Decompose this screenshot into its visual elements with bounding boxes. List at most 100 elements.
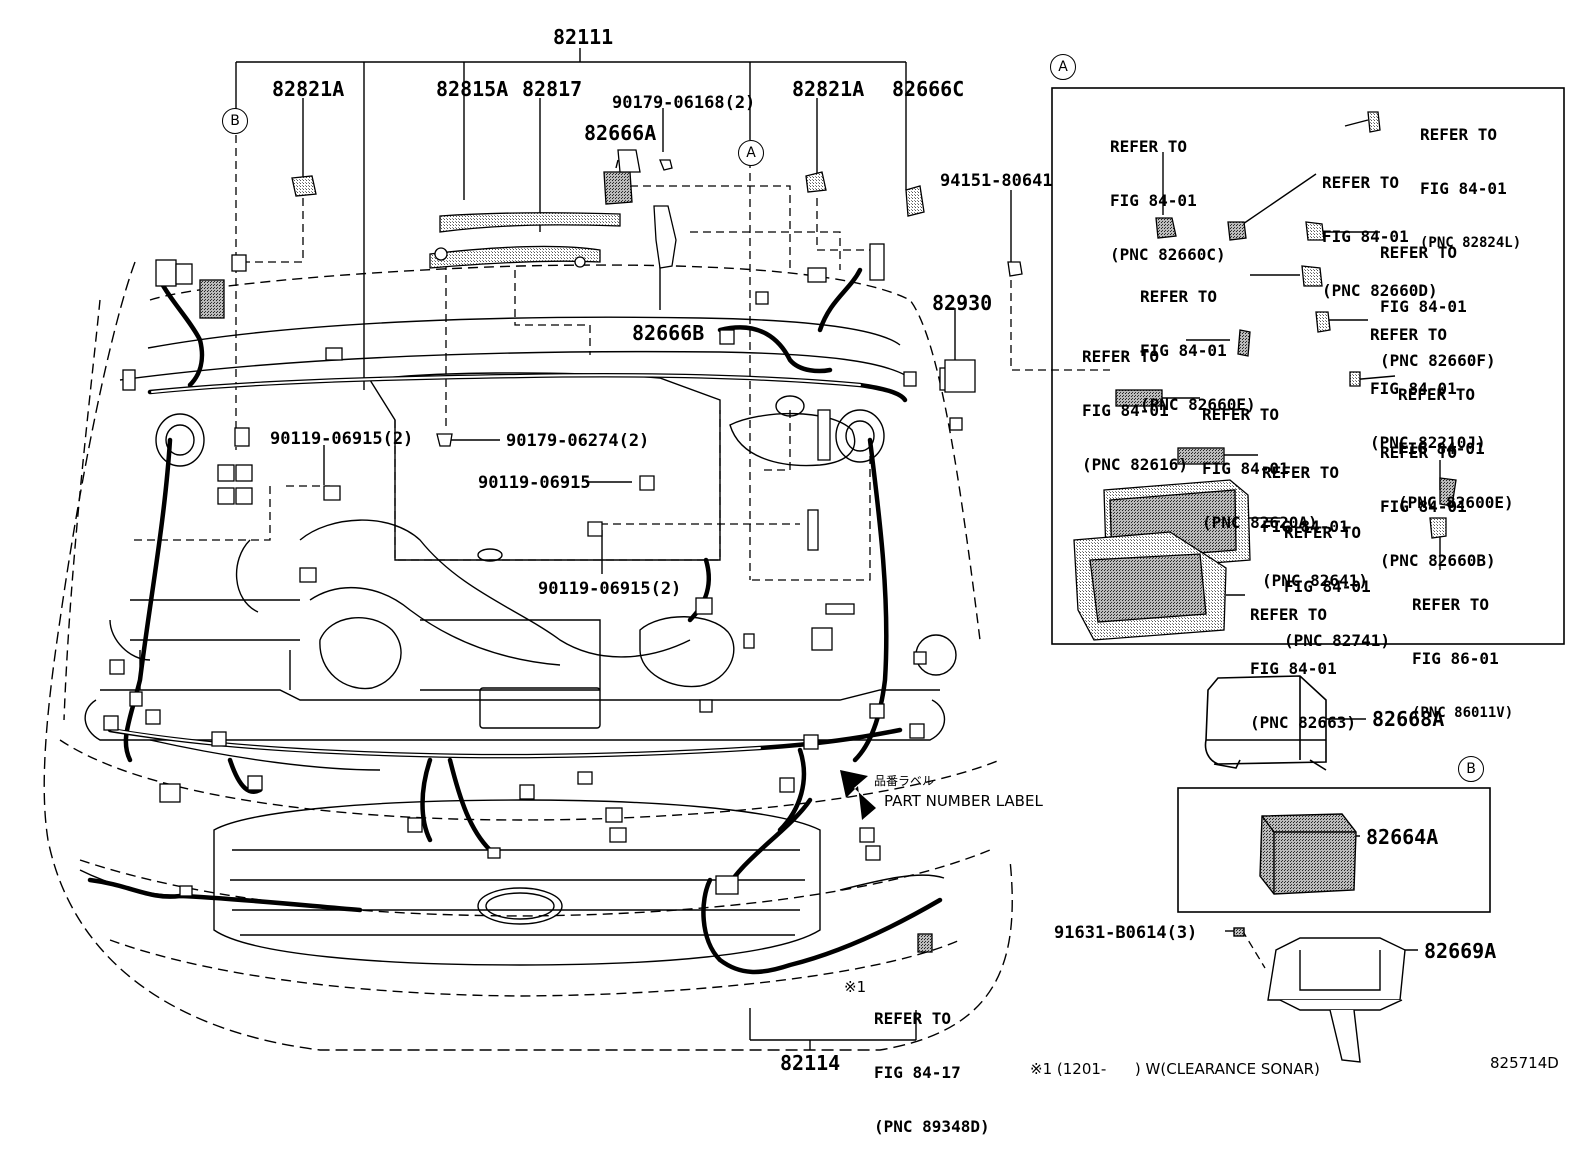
refer-82600e: REFER TO FIG 84-01 (PNC 82600E) bbox=[1398, 350, 1514, 548]
footnote: ※1 (1201- ) W(CLEARANCE SONAR) bbox=[1030, 1060, 1320, 1078]
callout-90179-06168: 90179-06168(2) bbox=[612, 93, 756, 113]
callout-82821a-left: 82821A bbox=[272, 77, 345, 101]
refer-82660d: REFER TO FIG 84-01 (PNC 82660D) bbox=[1322, 138, 1438, 336]
part-number-label-en: PART NUMBER LABEL bbox=[884, 792, 1043, 810]
refer-line-3: (PNC 82660D) bbox=[1322, 281, 1438, 300]
refer-line-2: FIG 84-01 bbox=[1202, 459, 1289, 478]
refer-line-2: FIG 86-01 bbox=[1412, 649, 1499, 668]
refer-86011v: REFER TO FIG 86-01 (PNC 86011V) bbox=[1412, 560, 1513, 758]
refer-line-1: REFER TO bbox=[1284, 523, 1362, 542]
diagram-id: 825714D bbox=[1490, 1054, 1559, 1072]
refer-line-1: REFER TO bbox=[1202, 405, 1280, 424]
detail-a-parts bbox=[1073, 111, 1457, 641]
callout-82666c: 82666C bbox=[892, 77, 965, 101]
marker-b-main: B bbox=[222, 108, 248, 134]
refer-line-3: (PNC 82824L) bbox=[1420, 235, 1522, 251]
callout-82111: 82111 bbox=[553, 25, 614, 49]
callout-82666a: 82666A bbox=[584, 121, 657, 145]
detail-b-box bbox=[1177, 787, 1491, 913]
refer-line-2: FIG 84-01 bbox=[1140, 341, 1227, 360]
refer-82660f: REFER TO FIG 84-01 (PNC 82660F) bbox=[1380, 208, 1496, 406]
callout-90119-06915: 90119-06915 bbox=[478, 473, 591, 493]
refer-line-1: REFER TO bbox=[1380, 443, 1458, 462]
detail-a-box bbox=[1051, 87, 1565, 645]
refer-line-2: FIG 84-01 bbox=[1420, 179, 1507, 198]
refer-line-2: FIG 84-01 bbox=[1082, 401, 1169, 420]
refer-82210j: REFER TO FIG 84-01 (PNC 82210J) bbox=[1370, 290, 1486, 488]
callout-90119-06915-2b: 90119-06915(2) bbox=[538, 579, 682, 599]
callout-82114: 82114 bbox=[780, 1051, 841, 1075]
refer-line-1: REFER TO bbox=[1370, 325, 1448, 344]
vehicle-body bbox=[43, 261, 1013, 1051]
callout-82817: 82817 bbox=[522, 77, 583, 101]
refer-line-3: (PNC 86011V) bbox=[1412, 705, 1514, 721]
refer-82741: REFER TO FIG 84-01 (PNC 82741) bbox=[1284, 488, 1390, 686]
refer-line-3: (PNC 82620A) bbox=[1202, 513, 1318, 532]
part-82668a bbox=[1204, 675, 1327, 771]
refer-82641: REFER TO FIG 84-01 (PNC 82641) bbox=[1262, 428, 1368, 626]
refer-line-1: REFER TO bbox=[1082, 347, 1160, 366]
refer-line-2: FIG 84-17 bbox=[874, 1063, 961, 1082]
part-82664a bbox=[1259, 813, 1357, 895]
refer-line-2: FIG 84-01 bbox=[1284, 577, 1371, 596]
callout-82666b: 82666B bbox=[632, 321, 705, 345]
refer-line-1: REFER TO bbox=[1380, 243, 1458, 262]
harness-runs bbox=[87, 267, 943, 975]
callout-90119-06915-2a: 90119-06915(2) bbox=[270, 429, 414, 449]
marker-a-detail: A bbox=[1050, 54, 1076, 80]
callout-82815a: 82815A bbox=[436, 77, 509, 101]
refer-line-2: FIG 84-01 bbox=[1262, 517, 1349, 536]
refer-line-1: REFER TO bbox=[1412, 595, 1490, 614]
footnote-mark: ※1 bbox=[844, 978, 867, 996]
top-parts bbox=[291, 149, 1023, 537]
refer-line-1: REFER TO bbox=[1262, 463, 1340, 482]
refer-line-3: (PNC 82600E) bbox=[1398, 493, 1514, 512]
refer-82660c: REFER TO FIG 84-01 (PNC 82660C) bbox=[1110, 102, 1226, 300]
refer-line-3: (PNC 82641) bbox=[1262, 571, 1368, 590]
part-82669a bbox=[1233, 927, 1406, 1063]
refer-line-1: REFER TO bbox=[1420, 125, 1498, 144]
refer-82620a: REFER TO FIG 84-01 (PNC 82620A) bbox=[1202, 370, 1318, 568]
marker-b-detail: B bbox=[1458, 756, 1484, 782]
marker-a-main: A bbox=[738, 140, 764, 166]
refer-line-1: REFER TO bbox=[1110, 137, 1188, 156]
label-arrow bbox=[840, 770, 876, 820]
refer-line-2: FIG 84-01 bbox=[1250, 659, 1337, 678]
refer-line-3: (PNC 82660F) bbox=[1380, 351, 1496, 370]
refer-line-3: (PNC 89348D) bbox=[874, 1117, 990, 1136]
callout-82669a: 82669A bbox=[1424, 939, 1497, 963]
refer-line-3: (PNC 82660C) bbox=[1110, 245, 1226, 264]
refer-82663: REFER TO FIG 84-01 (PNC 82663) bbox=[1250, 570, 1356, 768]
refer-line-2: FIG 84-01 bbox=[1380, 497, 1467, 516]
refer-line-2: FIG 84-01 bbox=[1380, 297, 1467, 316]
refer-82824l: REFER TO FIG 84-01 (PNC 82824L) bbox=[1420, 90, 1521, 288]
refer-line-3: (PNC 82663) bbox=[1250, 713, 1356, 732]
refer-line-2: FIG 84-01 bbox=[1398, 439, 1485, 458]
refer-line-2: FIG 84-01 bbox=[1322, 227, 1409, 246]
refer-line-1: REFER TO bbox=[1398, 385, 1476, 404]
refer-line-1: REFER TO bbox=[1250, 605, 1328, 624]
refer-line-3: (PNC 82660B) bbox=[1380, 551, 1496, 570]
refer-line-3: (PNC 82660E) bbox=[1140, 395, 1256, 414]
callout-82821a-right: 82821A bbox=[792, 77, 865, 101]
wiring-harness-diagram: 82111 82821A 82815A 82817 90179-06168(2)… bbox=[43, 25, 1565, 1136]
callout-82668a: 82668A bbox=[1372, 707, 1445, 731]
callout-94151-80641: 94151-80641 bbox=[940, 171, 1053, 191]
diagram-artwork bbox=[43, 48, 1565, 1063]
refer-line-3: (PNC 82741) bbox=[1284, 631, 1390, 650]
refer-fig-84-17: REFER TO FIG 84-17 (PNC 89348D) bbox=[874, 974, 990, 1172]
refer-line-2: FIG 84-01 bbox=[1370, 379, 1457, 398]
refer-line-3: (PNC 82616) bbox=[1082, 455, 1188, 474]
refer-line-1: REFER TO bbox=[1140, 287, 1218, 306]
refer-82660b: REFER TO FIG 84-01 (PNC 82660B) bbox=[1380, 408, 1496, 606]
callout-90179-06274: 90179-06274(2) bbox=[506, 431, 650, 451]
refer-line-3: (PNC 82210J) bbox=[1370, 433, 1486, 452]
refer-line-1: REFER TO bbox=[1322, 173, 1400, 192]
connectors bbox=[103, 243, 965, 953]
refer-82616: REFER TO FIG 84-01 (PNC 82616) bbox=[1082, 312, 1188, 510]
refer-line-1: REFER TO bbox=[874, 1009, 952, 1028]
callout-82664a: 82664A bbox=[1366, 825, 1439, 849]
callout-82930: 82930 bbox=[932, 291, 993, 315]
part-number-label-jp: 品番ラベル bbox=[874, 774, 935, 788]
callout-91631-b0614: 91631-B0614(3) bbox=[1054, 923, 1198, 943]
